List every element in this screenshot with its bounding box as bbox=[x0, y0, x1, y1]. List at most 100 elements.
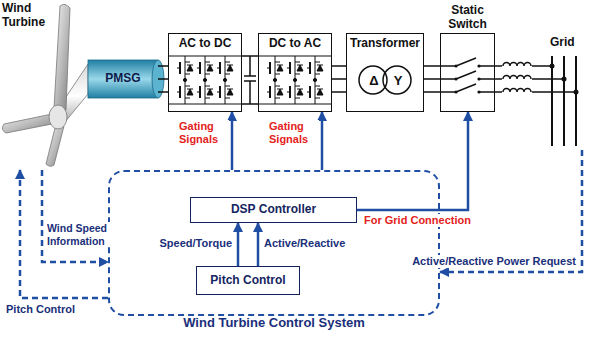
winding-symbol: Y bbox=[394, 74, 403, 89]
wind-turbine-rotor bbox=[49, 105, 67, 129]
igbt-bridge bbox=[313, 78, 316, 81]
edge-label: Gating Signals bbox=[267, 120, 319, 146]
process-box: Pitch Control bbox=[196, 266, 300, 295]
igbt-bridge bbox=[317, 65, 323, 71]
three-phase-wire bbox=[158, 66, 576, 92]
igbt-bridge bbox=[183, 78, 186, 81]
grid-bus bbox=[550, 56, 579, 146]
igbt-bridge bbox=[293, 78, 296, 81]
static-switch-contact bbox=[440, 65, 456, 67]
power-line bbox=[242, 55, 258, 57]
static-switch-contact bbox=[440, 91, 456, 93]
igbt-bridge bbox=[275, 62, 280, 63]
three-phase-wire bbox=[158, 91, 168, 93]
igbt-bridge bbox=[197, 68, 200, 69]
igbt-bridge bbox=[287, 92, 290, 93]
static-switch-contact bbox=[454, 90, 457, 93]
igbt-bridge bbox=[223, 78, 226, 81]
igbt-bridge bbox=[227, 89, 233, 95]
igbt-bridge bbox=[227, 65, 233, 66]
igbt-bridge bbox=[187, 65, 193, 71]
dc-link-capacitor bbox=[244, 75, 256, 77]
process-box: DSP Controller bbox=[190, 197, 357, 223]
static-switch-contact bbox=[477, 90, 480, 93]
process-box: AC to DC bbox=[168, 33, 242, 112]
grid-bus bbox=[562, 77, 567, 82]
line-inductor bbox=[502, 74, 532, 80]
igbt-bridge bbox=[177, 68, 180, 69]
static-switch-contact bbox=[456, 58, 476, 66]
edge-label: Gating Signals bbox=[177, 120, 229, 146]
grid-bus bbox=[551, 56, 553, 146]
dc-link-capacitor bbox=[242, 56, 258, 104]
power-line bbox=[158, 78, 168, 80]
power-line bbox=[424, 78, 440, 80]
igbt-bridge bbox=[225, 74, 230, 75]
igbt-bridge bbox=[297, 65, 303, 66]
igbt-bridge bbox=[205, 74, 210, 75]
edge-label: Active/Reactive Power Request bbox=[410, 255, 578, 268]
igbt-bridge bbox=[277, 65, 283, 66]
static-switch-contact bbox=[479, 91, 495, 93]
igbt-bridge bbox=[227, 89, 233, 90]
signal-arrow bbox=[357, 112, 468, 210]
winding-symbol: Δ bbox=[369, 74, 378, 89]
signal-arrow bbox=[237, 223, 240, 266]
igbt-bridge bbox=[277, 89, 283, 95]
igbt-bridge bbox=[317, 89, 323, 95]
node-label: Wind Turbine bbox=[2, 2, 52, 30]
igbt-bridge bbox=[295, 62, 300, 63]
pmsg-cylinder bbox=[88, 60, 158, 98]
igbt-bridge bbox=[287, 68, 290, 69]
igbt-bridge bbox=[187, 89, 193, 95]
edge-label: For Grid Connection bbox=[362, 214, 473, 227]
igbt-bridge bbox=[177, 92, 180, 93]
igbt-bridge bbox=[207, 89, 213, 90]
node-label: Static Switch bbox=[441, 4, 494, 32]
igbt-bridge bbox=[295, 98, 300, 99]
transformer-winding bbox=[383, 66, 411, 94]
igbt-bridge bbox=[207, 89, 213, 95]
grid-bus bbox=[574, 90, 579, 95]
node-label: Transformer bbox=[350, 37, 420, 51]
igbt-bridge bbox=[205, 86, 210, 87]
component-node: Grid bbox=[538, 34, 586, 150]
static-switch-contact bbox=[479, 65, 495, 67]
three-phase-wire bbox=[332, 65, 346, 67]
node-label: AC to DC bbox=[179, 37, 232, 51]
dc-link-capacitor bbox=[249, 56, 251, 76]
static-switch-contact bbox=[454, 64, 457, 67]
component-node: PMSG bbox=[88, 60, 158, 98]
static-switch-contact bbox=[456, 84, 476, 92]
edge-label: Wind Speed Information bbox=[45, 222, 111, 247]
node-label: Wind Turbine Control System bbox=[110, 316, 438, 331]
igbt-bridge bbox=[315, 98, 320, 99]
three-phase-wire bbox=[538, 91, 576, 93]
three-phase-wire bbox=[158, 65, 168, 67]
igbt-bridge bbox=[203, 78, 206, 81]
power-line bbox=[332, 78, 346, 80]
edge-label: Active/Reactive bbox=[262, 237, 347, 250]
igbt-bridge bbox=[185, 98, 190, 99]
node-label: Pitch Control bbox=[210, 274, 285, 288]
igbt-bridge bbox=[315, 86, 320, 87]
igbt-bridge bbox=[217, 92, 220, 93]
edge-label: Pitch Control bbox=[4, 303, 77, 316]
static-switch-contact bbox=[456, 71, 476, 79]
igbt-bridge bbox=[307, 92, 310, 93]
igbt-bridge bbox=[207, 65, 213, 66]
signal-arrow bbox=[321, 112, 324, 170]
signal-arrow bbox=[42, 170, 108, 262]
igbt-bridge bbox=[217, 68, 220, 69]
igbt-bridge bbox=[295, 74, 300, 75]
igbt-bridge bbox=[307, 68, 310, 69]
line-inductor bbox=[503, 76, 531, 79]
igbt-bridge bbox=[225, 98, 230, 99]
igbt-bridge bbox=[197, 92, 200, 93]
three-phase-wire bbox=[424, 65, 440, 67]
igbt-bridge bbox=[185, 74, 190, 75]
igbt-bridge bbox=[187, 65, 193, 66]
